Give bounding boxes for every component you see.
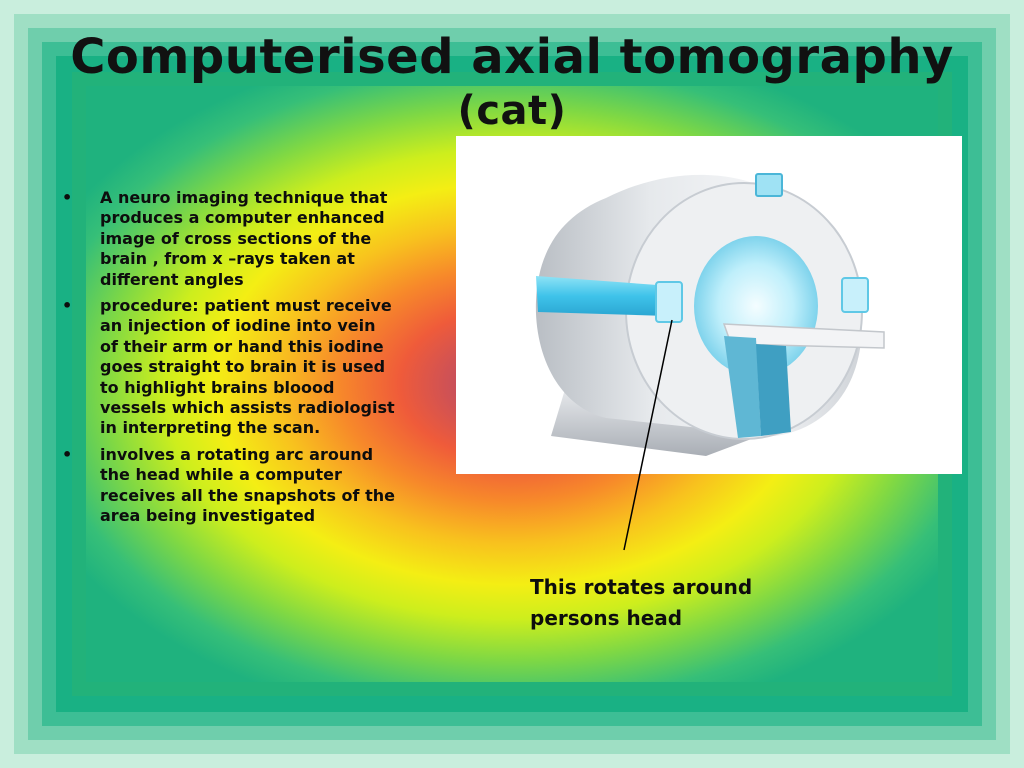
bullet-marker: • xyxy=(62,444,73,464)
bullet-item: • A neuro imaging technique that produce… xyxy=(58,188,398,290)
scanner-light-band xyxy=(536,276,671,316)
image-caption: This rotates around persons head xyxy=(530,575,753,630)
bullet-marker: • xyxy=(62,296,73,316)
control-panel xyxy=(655,281,683,323)
slide-title-line1: Computerised axial tomography xyxy=(70,29,954,85)
slide-title: Computerised axial tomography (cat) xyxy=(0,26,1024,134)
bullet-text: involves a rotating arc around the head … xyxy=(100,444,395,526)
table-pedestal-shadow xyxy=(756,344,791,436)
bullet-marker: • xyxy=(62,188,73,207)
bullet-text: procedure: patient must receive an injec… xyxy=(100,296,395,438)
ct-scanner-illustration xyxy=(535,173,885,456)
bullet-list: • A neuro imaging technique that produce… xyxy=(58,188,398,533)
ct-scanner-photo xyxy=(456,136,962,474)
table-pedestal xyxy=(724,336,761,438)
bullet-item: • procedure: patient must receive an inj… xyxy=(58,296,398,439)
slide-title-line2: (cat) xyxy=(457,88,567,134)
bullet-item: • involves a rotating arc around the hea… xyxy=(58,445,398,527)
top-display xyxy=(755,173,783,197)
control-panel xyxy=(841,277,869,313)
bullet-text: A neuro imaging technique that produces … xyxy=(100,188,388,289)
